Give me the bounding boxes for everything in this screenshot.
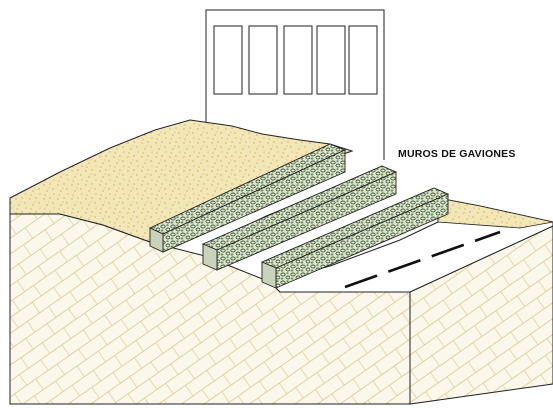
gabion-wall-lower xyxy=(260,187,450,289)
building-window xyxy=(283,25,313,95)
gabion-wall-upper xyxy=(148,143,347,253)
road-shoulder-soil xyxy=(437,197,553,229)
gabion-wall-middle-end xyxy=(202,243,218,271)
building xyxy=(205,9,385,160)
gabion-wall-upper-end xyxy=(149,227,164,253)
road-lane-marking xyxy=(344,230,501,289)
building-window xyxy=(213,25,243,95)
gabion-walls-label: MUROS DE GAVIONES xyxy=(398,148,516,160)
gabion-wall-lower-end xyxy=(261,261,277,289)
upper-soil-slope xyxy=(9,119,354,243)
gabion-wall-middle xyxy=(201,165,398,271)
building-window xyxy=(248,25,278,95)
building-outline xyxy=(205,9,385,160)
building-window xyxy=(348,25,378,95)
building-window xyxy=(316,25,346,95)
